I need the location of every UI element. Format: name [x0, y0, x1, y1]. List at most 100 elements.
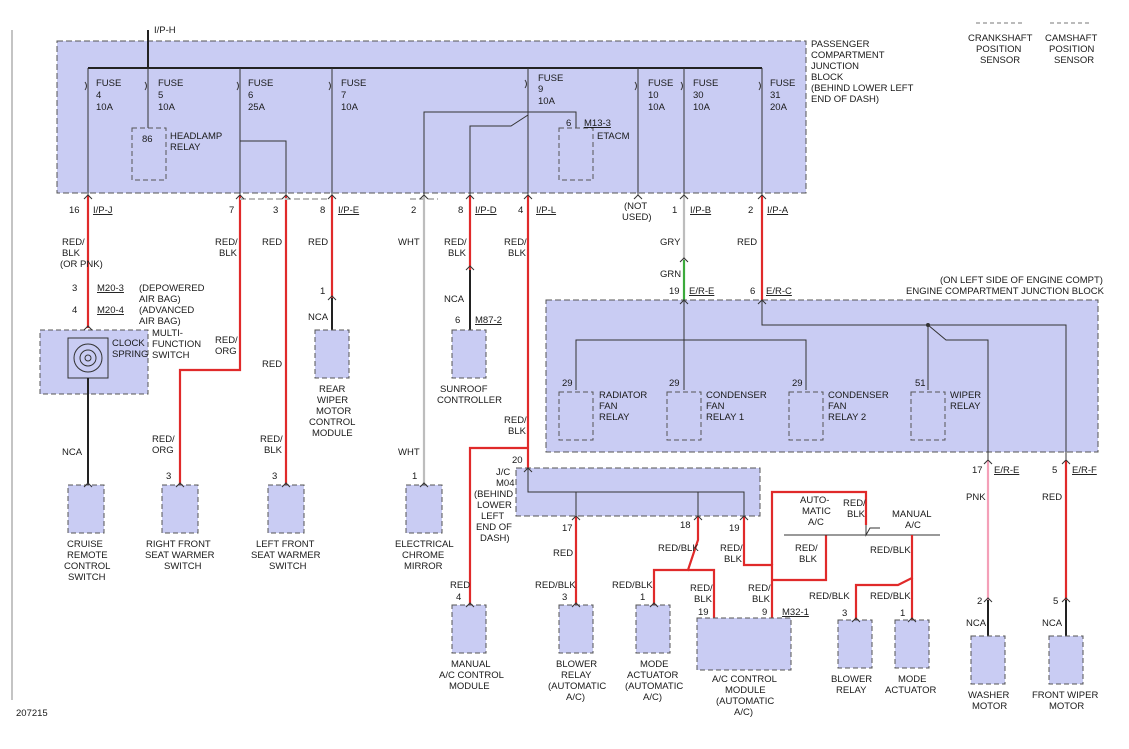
- headlamp-relay-label: HEADLAMP: [170, 131, 222, 142]
- svg-text:BLK: BLK: [752, 594, 771, 605]
- svg-text:SWITCH: SWITCH: [269, 561, 307, 572]
- diagram-id: 207215: [16, 708, 48, 719]
- svg-text:RED/: RED/: [215, 237, 238, 248]
- svg-text:A/C): A/C): [566, 692, 585, 703]
- svg-text:CRUISE: CRUISE: [67, 539, 103, 550]
- svg-text:E/R-E: E/R-E: [689, 286, 714, 297]
- blower-man-label: BLOWER: [831, 674, 872, 685]
- multi-function-switch-label: MULTI-: [152, 328, 183, 339]
- svg-text:WHT: WHT: [398, 447, 420, 458]
- svg-text:FAN: FAN: [828, 401, 847, 412]
- right-front-seat-warmer-switch: [161, 484, 199, 534]
- svg-text:M04: M04: [496, 478, 514, 489]
- svg-text:POSITION: POSITION: [976, 44, 1022, 55]
- svg-text:BLK: BLK: [799, 554, 818, 565]
- svg-text:RED/: RED/: [748, 583, 771, 594]
- svg-text:FUSE: FUSE: [693, 78, 718, 89]
- svg-text:FUSE: FUSE: [158, 78, 183, 89]
- mode-man-label: MODE: [898, 674, 927, 685]
- svg-text:I/P-B: I/P-B: [690, 205, 711, 216]
- manual-ac-selector-label: MANUAL A/C: [892, 509, 932, 531]
- fuse-30: FUSE 30 10A: [680, 68, 718, 195]
- svg-text:J/C: J/C: [496, 467, 510, 478]
- svg-text:ELECTRICAL: ELECTRICAL: [395, 539, 454, 550]
- svg-text:RED/BLK: RED/BLK: [658, 543, 699, 554]
- svg-text:SWITCH: SWITCH: [152, 350, 190, 361]
- svg-text:8: 8: [320, 205, 325, 216]
- svg-text:6: 6: [750, 286, 755, 297]
- etacm-label: ETACM: [597, 131, 630, 142]
- svg-text:CONTROLLER: CONTROLLER: [437, 395, 502, 406]
- svg-text:RED/: RED/: [62, 237, 85, 248]
- multi-function-switch: [39, 329, 149, 395]
- svg-text:CONDENSER: CONDENSER: [706, 390, 767, 401]
- svg-text:1: 1: [320, 286, 325, 297]
- mode-actuator-manual: [894, 619, 930, 669]
- svg-text:4: 4: [456, 592, 461, 603]
- fuse-4: FUSE 4 10A: [84, 68, 121, 195]
- svg-text:31: 31: [770, 90, 781, 101]
- svg-text:A/C CONTROL: A/C CONTROL: [439, 670, 504, 681]
- svg-text:5: 5: [1053, 596, 1058, 607]
- svg-text:(BEHIND LOWER LEFT: (BEHIND LOWER LEFT: [811, 83, 914, 94]
- svg-text:5: 5: [1052, 465, 1057, 476]
- svg-text:AUTO-: AUTO-: [800, 495, 829, 506]
- svg-text:WIPER: WIPER: [317, 395, 348, 406]
- svg-text:19: 19: [669, 286, 680, 297]
- svg-text:FUSE: FUSE: [538, 73, 563, 84]
- ac-control-module-auto: [696, 617, 792, 671]
- svg-text:16: 16: [69, 205, 80, 216]
- svg-text:RED/: RED/: [795, 543, 818, 554]
- svg-text:SWITCH: SWITCH: [164, 561, 202, 572]
- svg-text:MIRROR: MIRROR: [404, 561, 443, 572]
- svg-text:19: 19: [698, 607, 709, 618]
- svg-text:(NOT: (NOT: [624, 201, 647, 212]
- svg-text:(BEHIND: (BEHIND: [474, 489, 513, 500]
- svg-text:BLK: BLK: [219, 248, 238, 259]
- svg-text:E/R-C: E/R-C: [766, 286, 792, 297]
- svg-text:1: 1: [900, 608, 905, 619]
- svg-text:BLK: BLK: [264, 445, 283, 456]
- svg-text:NCA: NCA: [62, 447, 83, 458]
- svg-text:RELAY: RELAY: [950, 401, 981, 412]
- svg-text:(DEPOWERED: (DEPOWERED: [139, 283, 205, 294]
- svg-text:RED/: RED/: [260, 434, 283, 445]
- fuse-10: FUSE 10 10A: [634, 68, 673, 195]
- svg-text:RADIATOR: RADIATOR: [599, 390, 647, 401]
- svg-text:RED: RED: [262, 359, 282, 370]
- svg-text:JUNCTION: JUNCTION: [811, 61, 859, 72]
- svg-text:END OF: END OF: [476, 522, 512, 533]
- front-wiper-label: FRONT WIPER: [1032, 690, 1098, 701]
- svg-text:(AUTOMATIC: (AUTOMATIC: [716, 696, 774, 707]
- camshaft-sensor-label: CAMSHAFT POSITION SENSOR: [1045, 22, 1097, 66]
- svg-text:FUNCTION: FUNCTION: [152, 339, 201, 350]
- svg-text:10A: 10A: [538, 96, 556, 107]
- svg-text:30: 30: [693, 90, 704, 101]
- fuse-7: FUSE 7 10A: [328, 68, 366, 195]
- svg-text:RED: RED: [450, 580, 470, 591]
- svg-text:I/P-J: I/P-J: [93, 205, 113, 216]
- clock-spring-connectors: 3 M20-3 (DEPOWERED AIR BAG) 4 M20-4 (ADV…: [72, 283, 205, 327]
- lf-seat-label: LEFT FRONT SEAT WARMER SWITCH: [251, 539, 321, 572]
- svg-text:RED: RED: [262, 237, 282, 248]
- blower-relay-auto: [558, 604, 594, 654]
- ac-module-label: A/C CONTROL MODULE (AUTOMATIC A/C): [712, 674, 777, 718]
- svg-text:WIPER: WIPER: [950, 390, 981, 401]
- cruise-switch-label: CRUISE REMOTE CONTROL SWITCH: [64, 539, 110, 583]
- svg-text:RED/: RED/: [215, 335, 238, 346]
- washer-motor: [970, 635, 1006, 685]
- svg-text:BLK: BLK: [62, 248, 81, 259]
- svg-text:RED: RED: [553, 548, 573, 559]
- svg-text:BLOWER: BLOWER: [556, 659, 597, 670]
- condenser-fan-relay-1: 29 CONDENSER FAN RELAY 1: [666, 378, 767, 441]
- svg-text:RED: RED: [1042, 492, 1062, 503]
- svg-text:10A: 10A: [648, 102, 666, 113]
- svg-text:RELAY 1: RELAY 1: [706, 412, 744, 423]
- svg-text:RED/BLK: RED/BLK: [870, 591, 911, 602]
- manual-ac-control-module: [451, 604, 487, 654]
- wire-red-blk-blower-man: [854, 535, 914, 620]
- svg-text:3: 3: [272, 471, 277, 482]
- svg-text:MODULE: MODULE: [725, 685, 766, 696]
- crankshaft-sensor-label: CRANKSHAFT POSITION SENSOR: [968, 22, 1033, 66]
